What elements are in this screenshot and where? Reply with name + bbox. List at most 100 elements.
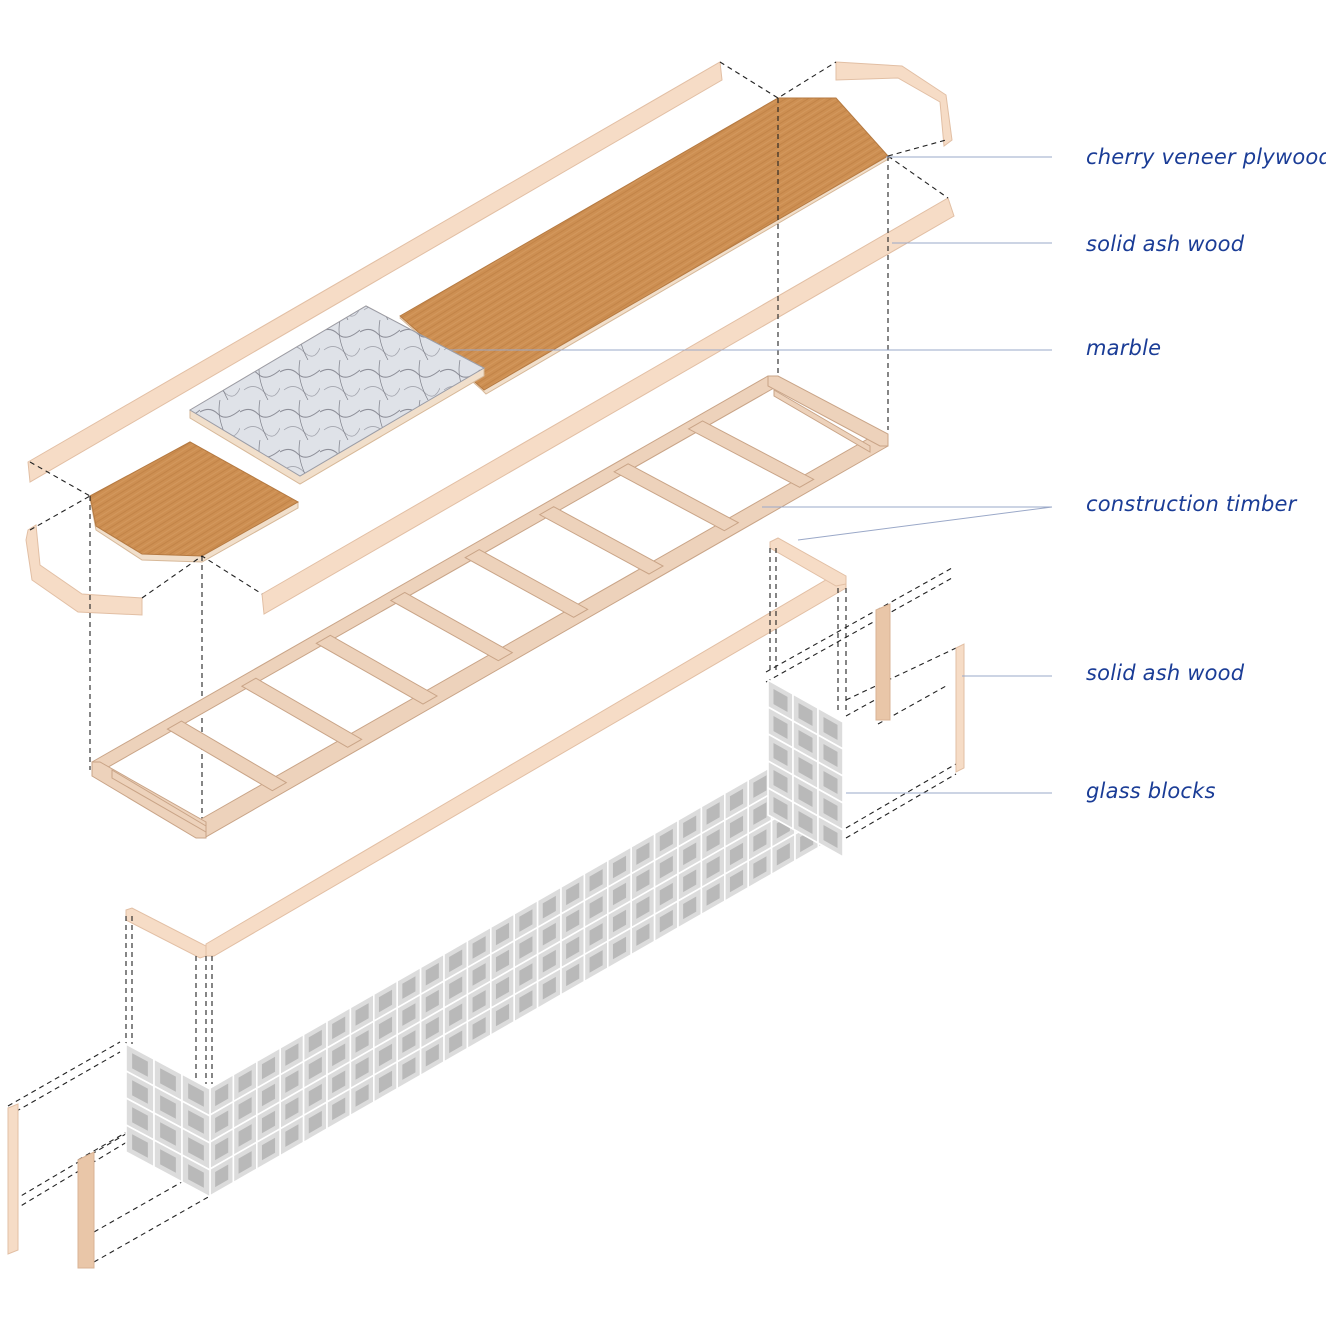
glass-block-left-recess (160, 1122, 176, 1146)
glass-block-right-recess (798, 811, 813, 834)
glass-block-recess (566, 936, 580, 960)
glass-block-recess (332, 1016, 346, 1040)
glass-block-recess (612, 855, 627, 879)
glass-block-recess (659, 828, 673, 852)
glass-block-wall (125, 678, 844, 1199)
glass-block-right-recess (798, 703, 813, 726)
glass-block-recess (215, 1083, 229, 1107)
ash-rail-back (27, 61, 723, 483)
glass-block-recess (215, 1110, 229, 1134)
glass-block-recess (285, 1070, 299, 1093)
glass-block-recess (449, 1003, 463, 1027)
glass-block-right-recess (773, 689, 788, 712)
glass-block-right-recess (773, 797, 788, 820)
glass-block-recess (261, 1137, 276, 1161)
glass-block-recess (729, 788, 744, 812)
glass-block-recess (589, 869, 603, 892)
glass-block-recess (519, 909, 533, 932)
ash-post-left-a (7, 1103, 19, 1255)
glass-block-recess (355, 1003, 369, 1026)
timber-batten (240, 677, 363, 748)
glass-block-recess (355, 1057, 369, 1080)
glass-block-recess (238, 1070, 252, 1093)
glass-block-recess (636, 869, 650, 892)
glass-block-recess (402, 1030, 416, 1053)
glass-block-recess (449, 949, 463, 973)
glass-block-recess (706, 856, 720, 879)
glass-block-recess (238, 1151, 252, 1174)
glass-block-recess (542, 949, 556, 973)
glass-block-recess (402, 1057, 416, 1080)
glass-block-recess (706, 829, 720, 852)
glass-block-recess (472, 1017, 486, 1040)
glass-block-recess (729, 815, 744, 839)
glass-block-recess (566, 909, 580, 933)
glass-block-recess (261, 1083, 276, 1107)
glass-block-recess (308, 1083, 322, 1107)
glass-block-recess (566, 963, 580, 987)
timber-batten (613, 463, 740, 532)
label-construction-timber: construction timber (1086, 492, 1298, 516)
lower-ash-rail (125, 537, 847, 959)
glass-block-recess (683, 869, 697, 893)
glass-block-right-recess (823, 798, 838, 821)
glass-block-left-recess (132, 1053, 148, 1077)
timber-batten (464, 548, 589, 618)
glass-block-left-recess (160, 1095, 176, 1119)
construction-timber-frame (91, 375, 889, 839)
glass-block-recess (215, 1164, 229, 1188)
glass-block-recess (566, 882, 580, 906)
material-labels: cherry veneer plywood solid ash wood mar… (1086, 145, 1326, 803)
side-ash-posts (7, 603, 965, 1269)
glass-block-recess (612, 882, 627, 906)
glass-block-recess (378, 1043, 393, 1067)
glass-block-recess (753, 775, 767, 798)
glass-block-left-recess (188, 1110, 204, 1134)
glass-block-recess (636, 923, 650, 946)
timber-batten (315, 634, 439, 705)
glass-block-recess (495, 922, 510, 946)
glass-block-recess (729, 869, 744, 893)
glass-block-recess (612, 936, 627, 960)
glass-block-left-recess (132, 1080, 148, 1104)
glass-block-recess (589, 950, 603, 973)
glass-block-left-recess (132, 1107, 148, 1131)
glass-block-recess (495, 1003, 510, 1027)
glass-block-recess (449, 976, 463, 1000)
glass-block-left-recess (188, 1164, 204, 1188)
glass-block-recess (425, 1043, 439, 1067)
glass-block-recess (261, 1056, 276, 1080)
glass-block-recess (683, 896, 697, 920)
label-solid-ash-wood-top: solid ash wood (1086, 232, 1245, 256)
glass-block-recess (472, 990, 486, 1013)
ash-rail-left-end (25, 524, 143, 616)
glass-block-recess (753, 802, 767, 825)
glass-block-recess (776, 842, 790, 866)
glass-block-recess (425, 989, 439, 1013)
glass-block-recess (589, 923, 603, 946)
label-cherry-veneer-plywood: cherry veneer plywood (1086, 145, 1326, 169)
glass-block-recess (683, 815, 697, 839)
glass-block-recess (659, 909, 673, 933)
glass-block-recess (472, 936, 486, 959)
glass-block-recess (753, 856, 767, 879)
glass-block-recess (519, 936, 533, 959)
glass-block-right-recess (823, 744, 838, 767)
glass-block-recess (706, 802, 720, 825)
glass-block-recess (542, 976, 556, 1000)
glass-block-recess (285, 1124, 299, 1147)
glass-block-recess (589, 896, 603, 919)
glass-block-recess (332, 1070, 346, 1094)
glass-block-recess (215, 1137, 229, 1161)
glass-block-right-recess (798, 730, 813, 753)
cherry-plywood-board-left (89, 441, 300, 563)
glass-block-recess (753, 829, 767, 852)
timber-batten (687, 420, 815, 488)
glass-block-recess (402, 976, 416, 999)
glass-block-recess (308, 1110, 322, 1134)
glass-block-recess (308, 1029, 322, 1053)
glass-block-left-recess (132, 1134, 148, 1158)
glass-block-recess (542, 895, 556, 919)
glass-block-recess (355, 1030, 369, 1053)
